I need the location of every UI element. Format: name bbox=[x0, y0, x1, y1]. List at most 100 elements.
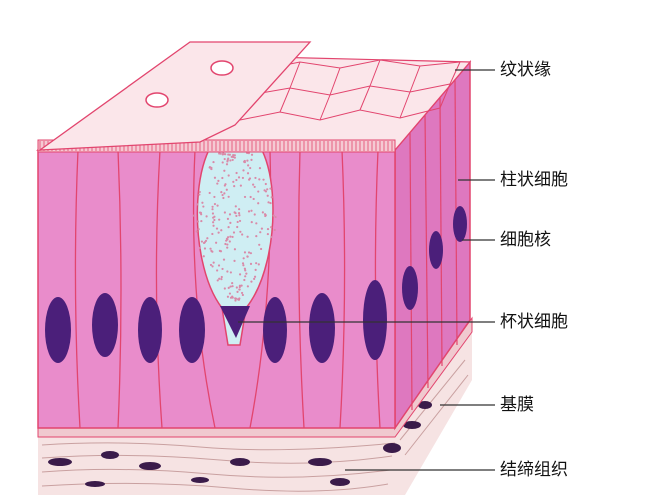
mucus-granule bbox=[209, 263, 213, 267]
mucus-granule bbox=[250, 158, 253, 161]
columnar-nuclei bbox=[45, 280, 387, 363]
mucus-granule bbox=[213, 215, 216, 218]
mucus-granule bbox=[238, 273, 242, 276]
mucus-granule bbox=[243, 267, 246, 270]
mucus-granule bbox=[202, 205, 205, 208]
mucus-granule bbox=[243, 160, 246, 163]
mucus-granule bbox=[196, 220, 200, 223]
mucus-granule bbox=[222, 258, 226, 261]
mucus-granule bbox=[213, 202, 217, 206]
mucus-granule bbox=[208, 166, 211, 169]
mucus-granule bbox=[217, 179, 220, 183]
mucus-granule bbox=[226, 236, 230, 239]
mucus-granule bbox=[203, 247, 207, 250]
mucus-granule bbox=[244, 269, 247, 272]
mucus-granule bbox=[222, 196, 225, 200]
mucus-granule bbox=[221, 161, 224, 164]
mucus-granule bbox=[238, 208, 241, 211]
mucus-granule bbox=[253, 213, 256, 216]
mucus-granule bbox=[254, 176, 257, 180]
mucus-granule bbox=[233, 248, 237, 251]
mucus-granule bbox=[200, 240, 204, 243]
mucus-granule bbox=[227, 153, 230, 156]
mucus-granule bbox=[215, 241, 218, 244]
label-nucleus: 细胞核 bbox=[500, 230, 551, 250]
mucus-granule bbox=[205, 215, 208, 218]
mucus-granule bbox=[211, 212, 215, 215]
mucus-granule bbox=[269, 201, 272, 205]
mucus-granule bbox=[253, 277, 256, 280]
mucus-granule bbox=[264, 214, 267, 218]
mucus-granule bbox=[247, 251, 251, 254]
mucus-granule bbox=[235, 178, 238, 182]
connective-tissue bbox=[38, 330, 472, 495]
mucus-granule bbox=[226, 270, 229, 273]
mucus-granule bbox=[196, 203, 199, 206]
mucus-granule bbox=[266, 194, 269, 197]
mucus-granule bbox=[270, 196, 273, 199]
mucus-granule bbox=[197, 228, 200, 231]
mucus-granule bbox=[257, 190, 260, 193]
mucus-granule bbox=[227, 226, 230, 229]
mucus-granule bbox=[227, 174, 230, 177]
mucus-granule bbox=[272, 214, 275, 217]
mucus-granule bbox=[257, 202, 260, 205]
mucus-granule bbox=[204, 239, 208, 242]
mucus-granule bbox=[219, 152, 222, 155]
mucus-granule bbox=[249, 252, 253, 255]
mucus-granule bbox=[259, 231, 262, 234]
mucus-granule bbox=[216, 269, 219, 272]
mucus-granule bbox=[231, 285, 234, 288]
mucus-granule bbox=[266, 232, 269, 236]
mucus-granule bbox=[247, 164, 250, 167]
mucus-granule bbox=[248, 178, 251, 181]
mucus-granule bbox=[254, 268, 257, 272]
mucus-granule bbox=[266, 188, 269, 191]
mucus-granule bbox=[212, 160, 215, 164]
mucus-granule bbox=[228, 240, 231, 243]
mucus-granule bbox=[226, 217, 230, 220]
mucus-granule bbox=[237, 212, 241, 215]
mucus-granule bbox=[221, 176, 224, 180]
mucus-granule bbox=[212, 224, 215, 227]
mucus-granule bbox=[218, 218, 221, 221]
mucus-granule bbox=[225, 237, 229, 240]
mucus-granule bbox=[243, 278, 246, 282]
mucus-granule bbox=[208, 191, 211, 195]
mucus-granule bbox=[229, 271, 232, 274]
mucus-granule bbox=[233, 185, 236, 188]
mucus-granule bbox=[238, 288, 241, 291]
mucus-granule bbox=[250, 280, 253, 283]
mucus-granule bbox=[233, 259, 236, 262]
mucus-granule bbox=[229, 285, 232, 288]
mucus-granule bbox=[246, 285, 249, 288]
mucus-granule bbox=[246, 159, 249, 162]
mucus-granule bbox=[249, 262, 253, 265]
mucus-granule bbox=[266, 227, 270, 231]
mucus-granule bbox=[246, 255, 249, 258]
mucus-granule bbox=[255, 235, 258, 238]
label-columnar-cell: 柱状细胞 bbox=[500, 170, 568, 190]
mucus-granule bbox=[209, 247, 212, 250]
mucus-granule bbox=[249, 166, 252, 170]
mucus-granule bbox=[232, 180, 235, 183]
mucus-granule bbox=[212, 261, 215, 264]
mucus-granule bbox=[264, 190, 268, 193]
mucus-granule bbox=[232, 231, 236, 234]
mucus-granule bbox=[224, 153, 227, 156]
label-connective-tissue: 结缔组织 bbox=[500, 460, 568, 480]
mucus-granule bbox=[250, 221, 253, 224]
mucus-granule bbox=[245, 272, 248, 275]
mucus-granule bbox=[267, 201, 270, 204]
mucus-granule bbox=[227, 286, 230, 289]
mucus-granule bbox=[195, 230, 198, 233]
mucus-granule bbox=[263, 213, 267, 216]
mucus-granule bbox=[250, 209, 253, 212]
mucus-granule bbox=[246, 235, 249, 238]
brush-border-surface bbox=[35, 41, 472, 153]
mucus-granule bbox=[239, 184, 242, 187]
mucus-granule bbox=[200, 219, 203, 223]
mucus-granule bbox=[243, 195, 247, 199]
leader-lines bbox=[238, 69, 495, 471]
